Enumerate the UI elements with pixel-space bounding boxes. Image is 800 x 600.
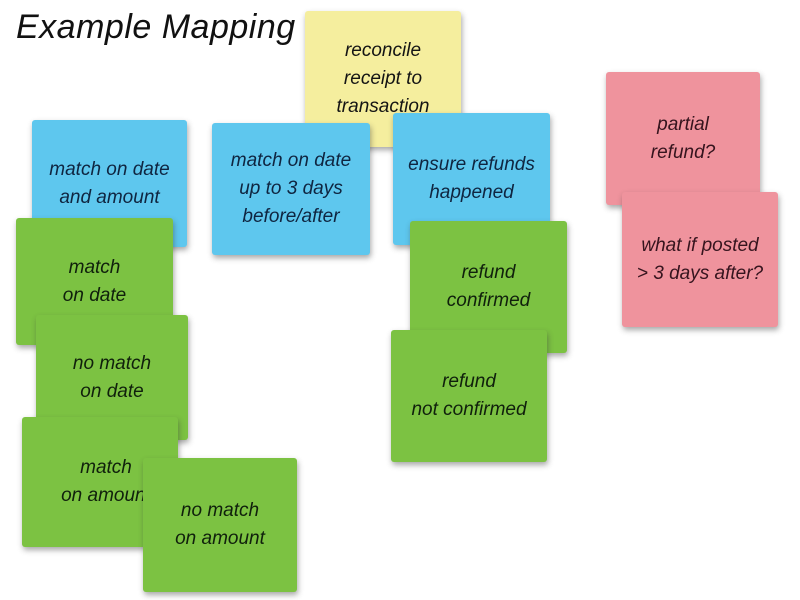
note-line: refund [461, 262, 516, 284]
note-line: confirmed [446, 290, 531, 311]
note-line: up to 3 days [239, 178, 343, 200]
note-line: transaction [336, 95, 430, 117]
sticky-note-example-refund-confirmed: refund confirmed [410, 221, 567, 353]
sticky-note-example-no-match-on-amount: no match on amount [143, 458, 297, 592]
note-line: happened [429, 182, 514, 203]
note-line: what if posted [641, 234, 759, 256]
note-line: > 3 days after? [636, 262, 764, 284]
sticky-note-rule-match-date-3-days: match on date up to 3 days before/after [212, 123, 370, 255]
page-title: Example Mapping [16, 8, 296, 46]
sticky-note-question-partial-refund: partial refund? [606, 72, 760, 205]
note-line: match on date [230, 150, 352, 172]
note-line: match on date [49, 158, 170, 180]
note-line: on amount [61, 485, 151, 506]
sticky-note-question-posted-3-days-after: what if posted > 3 days after? [622, 192, 778, 327]
note-line: and amount [59, 186, 160, 208]
note-line: refund [442, 371, 496, 393]
note-line: receipt to [343, 68, 423, 90]
note-line: refund? [650, 141, 716, 163]
note-line: on date [62, 284, 127, 306]
note-line: partial [657, 113, 709, 135]
note-line: not confirmed [411, 399, 527, 420]
note-line: ensure refunds [408, 154, 535, 176]
note-line: no match [180, 500, 260, 522]
note-line: match [80, 457, 132, 479]
note-line: reconcile [344, 40, 422, 62]
note-line: on amount [175, 528, 265, 549]
note-line: before/after [242, 205, 340, 227]
note-line: match [68, 256, 121, 278]
note-line: on date [80, 380, 144, 402]
sticky-note-example-refund-not-confirmed: refund not confirmed [391, 330, 547, 462]
note-line: no match [72, 352, 152, 374]
